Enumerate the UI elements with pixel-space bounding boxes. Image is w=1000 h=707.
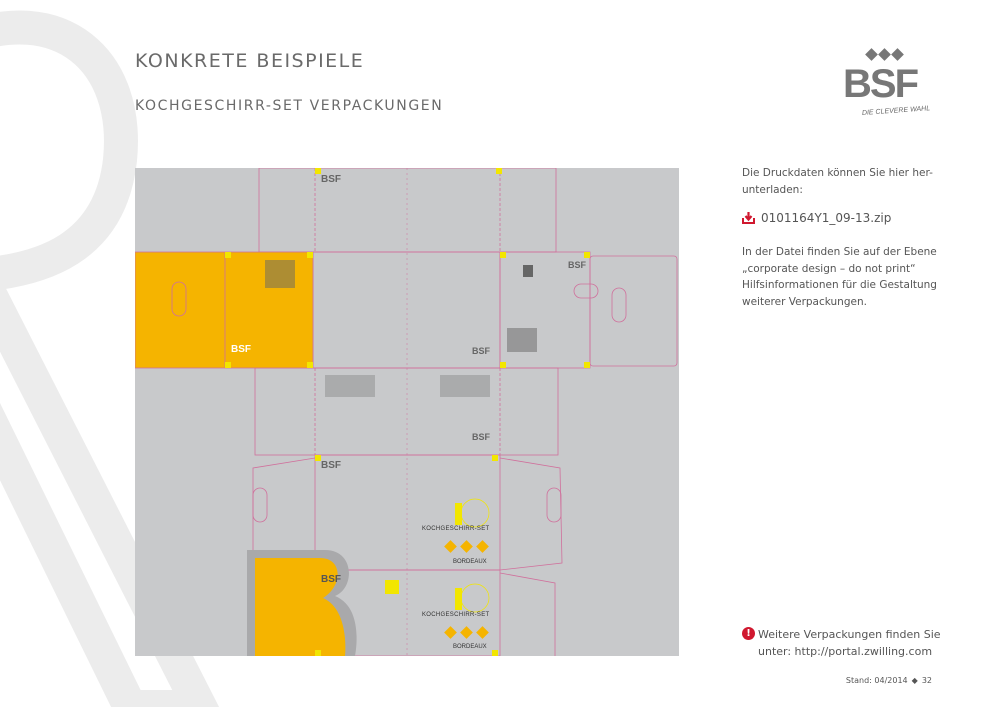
svg-text:DIE CLEVERE WAHL: DIE CLEVERE WAHL <box>862 105 931 117</box>
variant-front: BORDEAUX <box>453 559 487 565</box>
dieline-logo-yellow: BSF <box>231 344 251 355</box>
dieline-drawing <box>134 167 678 657</box>
download-link[interactable]: 0101164Y1_09-13.zip <box>742 211 891 225</box>
download-icon <box>742 212 755 224</box>
page-number: 32 <box>921 676 932 685</box>
svg-text:BSF: BSF <box>843 62 918 106</box>
dieline-logo-bottom: BSF <box>321 574 341 585</box>
dieline-logo-mid: BSF <box>472 432 490 442</box>
product-name-front: KOCHGESCHIRR-SET <box>422 526 490 532</box>
dieline-logo-front: BSF <box>321 460 341 471</box>
note-line-2[interactable]: unter: http://portal.zwilling.com <box>758 645 933 658</box>
note-line-1: Weitere Verpackungen finden Sie <box>758 628 941 641</box>
dieline-logo-side: BSF <box>472 346 490 356</box>
page-subtitle: KOCHGESCHIRR-SET VERPACKUNGEN <box>135 98 444 114</box>
alert-icon: ! <box>742 627 755 640</box>
bsf-logo: BSF DIE CLEVERE WAHL <box>840 45 940 120</box>
more-packaging-note: ! Weitere Verpackungen finden Sie unter:… <box>742 626 952 660</box>
packaging-dieline: BSF BSF BSF BSF BSF BSF BSF KOCHGESCHIRR… <box>134 167 679 657</box>
footer-separator: ◆ <box>911 676 918 685</box>
dieline-logo-top: BSF <box>321 174 341 185</box>
page-footer: Stand: 04/2014◆32 <box>846 676 932 685</box>
download-filename[interactable]: 0101164Y1_09-13.zip <box>761 211 892 225</box>
background-r-watermark <box>0 10 220 707</box>
product-name-bottom: KOCHGESCHIRR-SET <box>422 612 490 618</box>
dieline-logo-end: BSF <box>568 260 586 270</box>
variant-bottom: BORDEAUX <box>453 644 487 650</box>
page-title: KONKRETE BEISPIELE <box>135 50 365 72</box>
file-info: In der Datei finden Sie auf der Ebene „c… <box>742 246 937 308</box>
download-intro: Die Druckdaten können Sie hier her-unter… <box>742 167 933 196</box>
footer-date: Stand: 04/2014 <box>845 676 908 685</box>
